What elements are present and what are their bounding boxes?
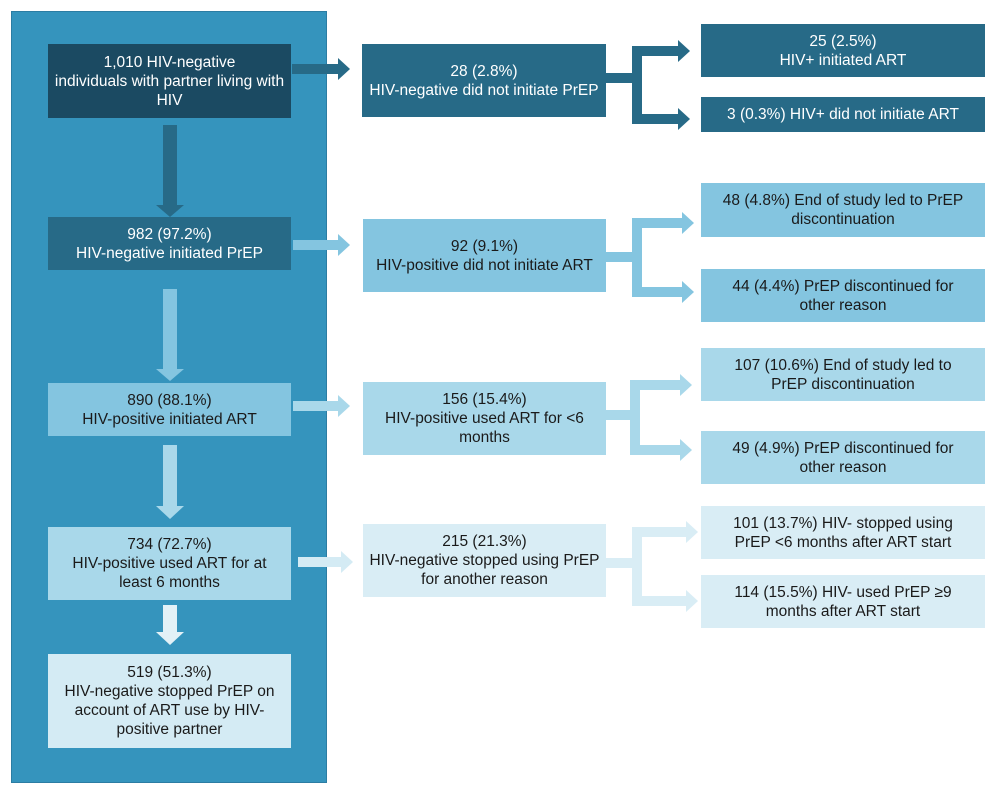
arrow-main-1-2 <box>156 125 184 217</box>
outcome-box-end-study-1: 48 (4.8%) End of study led to PrEP disco… <box>701 183 985 237</box>
main-box-art-6-months: 734 (72.7%) HIV-positive used ART for at… <box>48 527 291 600</box>
branch-box-label: HIV-positive used ART for <6 months <box>385 410 584 446</box>
main-box-label: HIV-positive used ART for at least 6 mon… <box>72 555 267 591</box>
outcome-line: other reason <box>799 296 887 314</box>
arrow-to-branch-1 <box>292 58 350 80</box>
main-box-initiated-prep: 982 (97.2%) HIV-negative initiated PrEP <box>48 217 291 270</box>
outcome-line: PrEP <6 months after ART start <box>734 533 952 551</box>
main-box-enrolled: 1,010 HIV-negative individuals with part… <box>48 44 291 118</box>
main-box-count: 890 (88.1%) <box>127 391 212 409</box>
fork-branch-4 <box>606 521 698 612</box>
outcome-box-other-reason-1: 44 (4.4%) PrEP discontinued for other re… <box>701 269 985 322</box>
arrow-to-branch-4 <box>298 551 353 573</box>
fork-branch-3 <box>606 374 692 461</box>
outcome-line: months after ART start <box>765 602 921 620</box>
outcome-line: 101 (13.7%) HIV- stopped using <box>733 514 953 532</box>
outcome-box-end-study-2: 107 (10.6%) End of study led to PrEP dis… <box>701 348 985 401</box>
branch-box-count: 215 (21.3%) <box>442 533 527 550</box>
branch-box-no-prep: 28 (2.8%) HIV-negative did not initiate … <box>362 44 606 117</box>
main-box-count: 982 (97.2%) <box>127 225 212 243</box>
branch-box-label: HIV-negative stopped using PrEP for anot… <box>369 552 600 588</box>
branch-box-label: HIV-negative did not initiate PrEP <box>369 81 599 99</box>
branch-box-label: HIV-positive did not initiate ART <box>376 256 593 274</box>
arrow-main-3-4 <box>156 445 184 519</box>
main-box-initiated-art: 890 (88.1%) HIV-positive initiated ART <box>48 383 291 436</box>
branch-box-count: 28 (2.8%) <box>450 62 518 80</box>
branch-box-count: 92 (9.1%) <box>450 237 519 255</box>
outcome-line: 49 (4.9%) PrEP discontinued for <box>732 439 954 457</box>
arrow-main-2-3 <box>156 289 184 381</box>
fork-branch-2 <box>606 212 694 303</box>
main-box-label: HIV-negative stopped PrEP on account of … <box>64 683 275 738</box>
arrow-main-4-5 <box>156 605 184 645</box>
main-box-count: 519 (51.3%) <box>127 664 212 681</box>
branch-box-no-art: 92 (9.1%) HIV-positive did not initiate … <box>363 219 606 292</box>
outcome-line: 107 (10.6%) End of study led to <box>734 356 952 374</box>
outcome-line: 114 (15.5%) HIV- used PrEP ≥9 <box>734 583 952 601</box>
branch-box-other-reason: 215 (21.3%) HIV-negative stopped using P… <box>363 524 606 597</box>
outcome-line: HIV+ initiated ART <box>779 51 907 69</box>
outcome-line: 25 (2.5%) <box>809 32 877 50</box>
main-box-count: 1,010 HIV-negative <box>103 53 236 71</box>
outcome-box-stopped-under-6: 101 (13.7%) HIV- stopped using PrEP <6 m… <box>701 506 985 559</box>
outcome-line: 44 (4.4%) PrEP discontinued for <box>732 277 954 295</box>
branch-box-art-under-6: 156 (15.4%) HIV-positive used ART for <6… <box>363 382 606 455</box>
main-box-label: individuals with partner living with HIV <box>54 72 285 109</box>
arrow-to-branch-2 <box>293 234 350 256</box>
outcome-box-hiv-initiated-art: 25 (2.5%) HIV+ initiated ART <box>701 24 985 77</box>
outcome-box-hiv-no-art: 3 (0.3%) HIV+ did not initiate ART <box>701 97 985 132</box>
fork-branch-1 <box>606 40 690 130</box>
branch-box-count: 156 (15.4%) <box>442 391 527 408</box>
main-box-label: HIV-negative initiated PrEP <box>76 244 263 262</box>
outcome-line: 48 (4.8%) End of study led to PrEP <box>722 192 964 209</box>
outcome-line: PrEP discontinuation <box>771 375 915 393</box>
outcome-box-used-9-months: 114 (15.5%) HIV- used PrEP ≥9 months aft… <box>701 575 985 628</box>
main-box-stopped-prep: 519 (51.3%) HIV-negative stopped PrEP on… <box>48 654 291 748</box>
arrow-to-branch-3 <box>293 395 350 417</box>
outcome-line: 3 (0.3%) HIV+ did not initiate ART <box>727 106 959 123</box>
main-box-count: 734 (72.7%) <box>127 536 212 553</box>
outcome-line: other reason <box>799 458 887 476</box>
outcome-box-other-reason-2: 49 (4.9%) PrEP discontinued for other re… <box>701 431 985 484</box>
main-box-label: HIV-positive initiated ART <box>82 410 257 428</box>
outcome-line: discontinuation <box>791 211 895 228</box>
